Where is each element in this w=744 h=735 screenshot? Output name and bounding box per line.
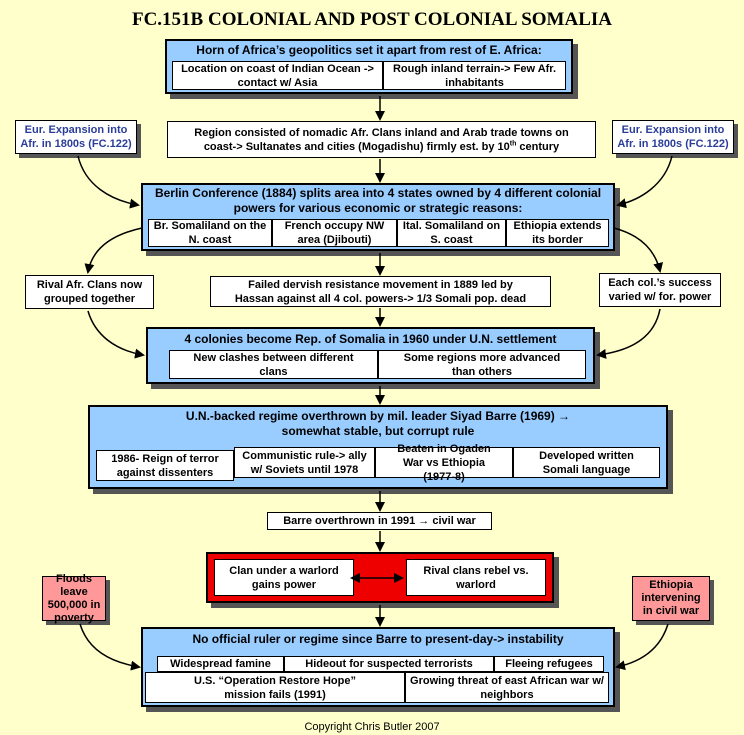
french-djibouti-box: French occupy NW area (Djibouti) xyxy=(272,219,397,247)
somali-language-box: Developed written Somali language xyxy=(513,447,660,478)
region-line-2: coast-> Sultanates and cities (Mogadishu… xyxy=(203,139,560,153)
east-african-war-box: Growing threat of east African war w/ ne… xyxy=(405,672,609,703)
rough-terrain-box: Rough inland terrain-> Few Afr. inhabita… xyxy=(383,61,566,90)
arrow-rival-clans-to-republic xyxy=(87,310,145,359)
republic-heading: 4 colonies become Rep. of Somalia in 196… xyxy=(184,332,557,346)
ethiopia-intervening-box: Ethiopia intervening in civil war xyxy=(632,576,710,621)
barre-overthrown-box: Barre overthrown in 1991 → civil war xyxy=(267,512,492,530)
arrow-berlin-to-rival-clans xyxy=(84,227,143,274)
berlin-heading: Berlin Conference (1884) splits area int… xyxy=(154,186,602,215)
arrow-col-success-to-republic xyxy=(596,308,661,359)
arrow-berlin-to-col-success xyxy=(613,227,664,273)
br-somaliland-box: Br. Somaliland on the N. coast xyxy=(148,219,272,247)
arrow-ethiopia-to-instability xyxy=(615,623,669,671)
eur-expansion-left: Eur. Expansion into Afr. in 1800s (FC.12… xyxy=(15,120,137,154)
region-line-1: Region consisted of nomadic Afr. Clans i… xyxy=(194,126,569,139)
restore-hope-box: U.S. “Operation Restore Hope” mission fa… xyxy=(145,672,405,703)
refugees-box: Fleeing refugees xyxy=(494,656,604,672)
ethiopia-border-box: Ethiopia extends its border xyxy=(506,219,609,247)
instability-heading: No official ruler or regime since Barre … xyxy=(192,632,564,646)
col-success-box: Each col.’s success varied w/ for. power xyxy=(599,273,721,307)
geopolitics-heading: Horn of Africa’s geopolitics set it apar… xyxy=(196,43,542,57)
copyright: Copyright Chris Butler 2007 xyxy=(304,721,440,733)
arrow-eur-right-to-berlin xyxy=(616,155,673,209)
dervish-box: Failed dervish resistance movement in 18… xyxy=(210,276,551,307)
region-box: Region consisted of nomadic Afr. Clans i… xyxy=(167,121,596,158)
clan-warlord-box: Clan under a warlord gains power xyxy=(214,559,354,596)
famine-box: Widespread famine xyxy=(157,656,284,672)
rival-clans-rebel-box: Rival clans rebel vs. warlord xyxy=(406,559,546,596)
new-clashes-box: New clashes between different clans xyxy=(169,350,378,379)
indian-ocean-box: Location on coast of Indian Ocean -> con… xyxy=(172,61,383,90)
arrow-floods-to-instability xyxy=(79,623,141,671)
eur-expansion-right: Eur. Expansion into Afr. in 1800s (FC.12… xyxy=(612,120,734,154)
rival-clans-box: Rival Afr. Clans now grouped together xyxy=(25,275,154,309)
ital-somaliland-box: Ital. Somaliland on S. coast xyxy=(397,219,506,247)
barre-heading: U.N.-backed regime overthrown by mil. le… xyxy=(185,409,571,438)
regions-advanced-box: Some regions more advanced than others xyxy=(378,350,586,379)
floods-box: Floods leave 500,000 in poverty xyxy=(42,573,106,624)
arrow-eur-left-to-berlin xyxy=(77,155,140,209)
terrorists-box: Hideout for suspected terrorists xyxy=(284,656,494,672)
page-title: FC.151B COLONIAL AND POST COLONIAL SOMAL… xyxy=(131,9,612,30)
communistic-rule-box: Communistic rule-> ally w/ Soviets until… xyxy=(234,447,375,478)
reign-terror-box: 1986- Reign of terror against dissenters xyxy=(96,450,234,481)
